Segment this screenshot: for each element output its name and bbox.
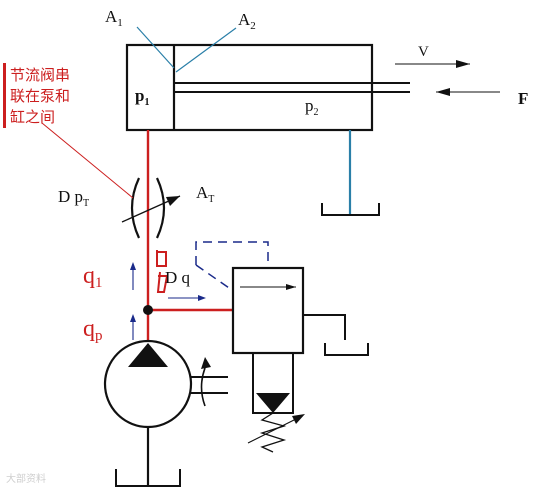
label-throttle-area: A [196, 183, 209, 202]
svg-text:AT: AT [196, 183, 214, 205]
svg-text:p2: p2 [305, 96, 319, 118]
label-force: F [518, 89, 528, 108]
svg-text:p1: p1 [135, 86, 149, 108]
svg-text:A1: A1 [105, 7, 123, 29]
label-qp: q [83, 316, 95, 342]
label-p1-sub: 1 [144, 97, 149, 108]
relief-valve-body [231, 266, 305, 355]
label-qp-sub: p [95, 328, 103, 344]
rod-side-tank [321, 203, 380, 216]
pump-tank [115, 469, 181, 487]
watermark: 大部资料 [6, 472, 46, 485]
label-p2: p [305, 96, 314, 115]
label-delta-p: D p [58, 187, 83, 206]
annotation-line3: 缸之间 [10, 108, 55, 126]
annotation-bar [3, 63, 6, 128]
annotation-leader [41, 122, 134, 199]
handwritten-mark [156, 250, 169, 293]
svg-text:A2: A2 [238, 10, 256, 32]
hydraulic-pump [103, 339, 228, 487]
area1-leader [136, 26, 175, 69]
label-area1: A [105, 7, 118, 26]
label-q1: q [83, 263, 95, 289]
throttle-valve [121, 177, 181, 239]
label-delta-q: D q [165, 268, 191, 287]
label-p2-sub: 2 [314, 107, 319, 118]
relief-valve [195, 241, 369, 453]
label-area2: A [238, 10, 251, 29]
flow-arrows [130, 262, 206, 340]
velocity-arrow [395, 60, 470, 68]
label-area1-sub: 1 [117, 17, 123, 29]
annotation-line1: 节流阀串 [10, 66, 70, 84]
relief-drain [303, 314, 346, 340]
hydraulic-cylinder [125, 43, 410, 132]
label-p1: p [135, 86, 144, 105]
force-arrow [436, 88, 500, 96]
cylinder-body [125, 43, 374, 132]
label-throttle-area-sub: T [208, 194, 214, 205]
annotation-line2: 联在泵和 [10, 87, 70, 105]
svg-text:q1: q1 [83, 263, 103, 291]
label-velocity: V [418, 44, 429, 60]
svg-text:D pT: D pT [58, 187, 89, 209]
area2-leader [175, 27, 237, 73]
label-area2-sub: 2 [250, 20, 256, 32]
pilot-line [195, 241, 269, 268]
svg-text:qp: qp [83, 316, 103, 344]
relief-tank [324, 343, 369, 356]
junction-dot [143, 305, 153, 315]
label-q1-sub: 1 [95, 275, 103, 291]
spring [259, 412, 287, 453]
label-delta-p-sub: T [83, 198, 89, 209]
